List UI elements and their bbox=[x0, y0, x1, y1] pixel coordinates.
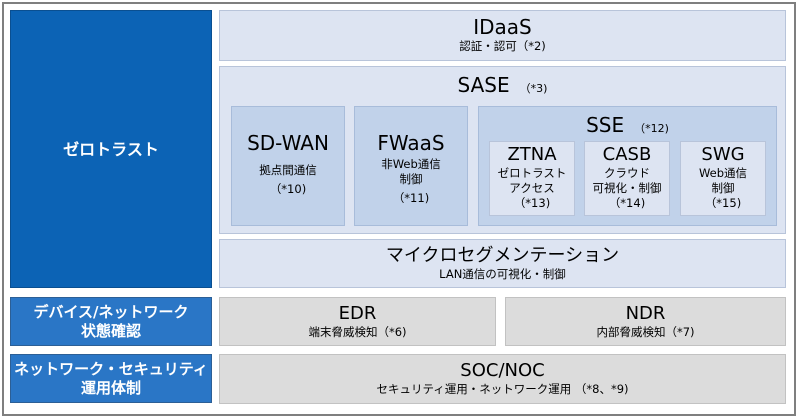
casb-note: （*14) bbox=[608, 196, 646, 210]
fwaas-box: FWaaS 非Web通信 制御 （*11) bbox=[354, 106, 468, 226]
zero-trust-label: ゼロトラスト bbox=[10, 10, 212, 288]
swg-box: SWG Web通信 制御 （*15) bbox=[680, 141, 766, 216]
sdwan-box: SD-WAN 拠点間通信 （*10) bbox=[231, 106, 345, 226]
fwaas-note: （*11) bbox=[392, 191, 430, 205]
ztna-box: ZTNA ゼロトラスト アクセス （*13) bbox=[489, 141, 575, 216]
ztna-subtitle-1: ゼロトラスト bbox=[497, 166, 567, 180]
swg-title: SWG bbox=[701, 144, 745, 165]
sdwan-note: （*10) bbox=[269, 182, 307, 196]
sdwan-subtitle: 拠点間通信 bbox=[259, 163, 317, 177]
microsegmentation-subtitle: LAN通信の可視化・制御 bbox=[439, 267, 566, 281]
microsegmentation-box: マイクロセグメンテーション LAN通信の可視化・制御 bbox=[219, 239, 786, 288]
casb-subtitle-2: 可視化・制御 bbox=[592, 181, 662, 195]
soc-noc-box: SOC/NOC セキュリティ運用・ネットワーク運用 （*8、*9) bbox=[219, 354, 786, 404]
ndr-subtitle: 内部脅威検知（*7) bbox=[596, 325, 695, 339]
ndr-box: NDR 内部脅威検知（*7) bbox=[505, 297, 786, 346]
casb-title: CASB bbox=[602, 144, 652, 165]
swg-note: （*15) bbox=[704, 196, 742, 210]
edr-box: EDR 端末脅威検知（*6) bbox=[219, 297, 496, 346]
device-network-check-text: デバイス/ネットワーク 状態確認 bbox=[33, 302, 189, 340]
edr-subtitle: 端末脅威検知（*6) bbox=[308, 325, 407, 339]
ztna-subtitle-2: アクセス bbox=[509, 181, 555, 195]
sse-note: （*12) bbox=[634, 122, 669, 135]
soc-noc-subtitle: セキュリティ運用・ネットワーク運用 （*8、*9) bbox=[376, 382, 629, 396]
swg-subtitle-1: Web通信 bbox=[698, 166, 748, 180]
microsegmentation-title: マイクロセグメンテーション bbox=[385, 245, 620, 266]
sdwan-title: SD-WAN bbox=[247, 131, 329, 155]
idaas-box: IDaaS 認証・認可（*2) bbox=[219, 10, 786, 61]
sse-title: SSE bbox=[586, 113, 625, 137]
fwaas-subtitle-2: 制御 bbox=[399, 172, 423, 186]
casb-box: CASB クラウド 可視化・制御 （*14) bbox=[584, 141, 670, 216]
ndr-title: NDR bbox=[625, 303, 666, 324]
idaas-title: IDaaS bbox=[473, 15, 532, 39]
network-security-ops-text: ネットワーク・セキュリティ 運用体制 bbox=[14, 359, 208, 397]
ztna-note: （*13) bbox=[513, 196, 551, 210]
fwaas-subtitle-1: 非Web通信 bbox=[381, 157, 441, 171]
edr-title: EDR bbox=[338, 303, 377, 324]
idaas-subtitle: 認証・認可（*2) bbox=[459, 39, 546, 53]
swg-subtitle-2: 制御 bbox=[711, 181, 735, 195]
casb-subtitle-1: クラウド bbox=[604, 166, 650, 180]
sase-title: SASE bbox=[457, 73, 510, 97]
sase-note: （*3) bbox=[519, 82, 548, 95]
network-security-ops-label: ネットワーク・セキュリティ 運用体制 bbox=[10, 354, 212, 403]
device-network-check-label: デバイス/ネットワーク 状態確認 bbox=[10, 297, 212, 346]
soc-noc-title: SOC/NOC bbox=[460, 360, 545, 381]
ztna-title: ZTNA bbox=[507, 144, 557, 165]
zero-trust-text: ゼロトラスト bbox=[63, 139, 159, 159]
fwaas-title: FWaaS bbox=[377, 131, 445, 155]
